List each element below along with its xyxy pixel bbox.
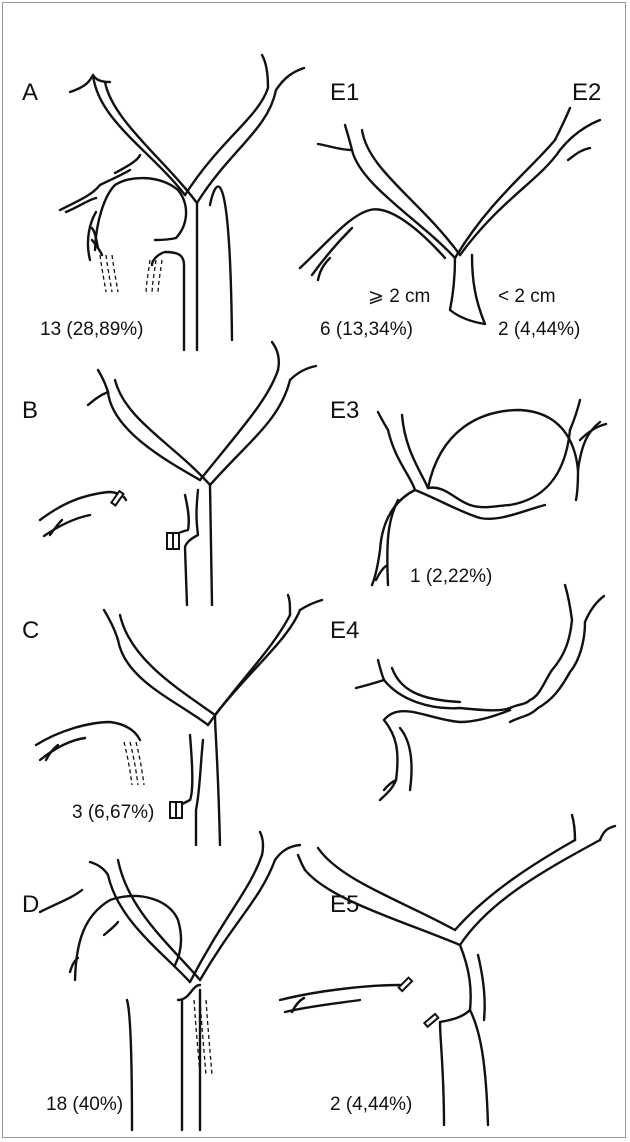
panel-c-clips [169, 801, 183, 819]
panel-e3-ducts [370, 398, 608, 587]
panel-d-bile-leak [193, 999, 213, 1076]
panel-d-count: 18 (40%) [46, 1094, 123, 1115]
panel-d: D 18 (40%) [22, 830, 302, 1132]
panel-e3-label: E3 [330, 397, 359, 424]
panel-d-label: D [22, 891, 39, 918]
panel-a: A 13 (28,89%) [22, 53, 306, 352]
panel-e1-e2-ducts [298, 106, 602, 326]
panel-e2-note: < 2 cm [498, 286, 556, 307]
panel-e2-count: 2 (4,44%) [498, 319, 580, 340]
panel-a-label: A [22, 79, 38, 106]
panel-c-bile-leak [123, 741, 145, 786]
panel-a-count: 13 (28,89%) [40, 319, 144, 340]
panel-a-ducts [58, 53, 306, 352]
panel-e1-count: 6 (13,34%) [320, 319, 413, 340]
panel-c-count: 3 (6,67%) [72, 802, 154, 823]
panel-e5-clips [397, 976, 440, 1029]
panel-e5-label: E5 [330, 891, 359, 918]
panel-e3: E3 1 (2,22%) [330, 397, 608, 587]
panel-c: C 3 (6,67%) [22, 593, 324, 847]
panel-c-ducts [34, 593, 324, 847]
panel-b-label: B [22, 397, 38, 424]
panel-a-bile-leak [99, 254, 163, 296]
panel-e3-count: 1 (2,22%) [410, 566, 492, 587]
panel-e1-label: E1 [330, 79, 359, 106]
panel-e1-note: ⩾ 2 cm [368, 286, 430, 307]
panel-e1-e2: E1 E2 ⩾ 2 cm < 2 cm 6 (13,34%) 2 (4,44%) [298, 79, 602, 340]
panel-e5-ducts [278, 813, 617, 1127]
panel-e2-label: E2 [572, 79, 601, 106]
panel-e5: E5 2 (4,44%) [278, 813, 617, 1127]
panel-e5-count: 2 (4,44%) [330, 1094, 412, 1115]
panel-e4-label: E4 [330, 617, 359, 644]
panel-e4-ducts [354, 583, 606, 802]
panel-c-label: C [22, 617, 39, 644]
panel-d-ducts [38, 830, 302, 1132]
panel-b-ducts [38, 340, 318, 607]
panel-e4: E4 [330, 583, 606, 802]
panel-b: B [22, 340, 318, 607]
panel-b-clips [109, 489, 180, 550]
